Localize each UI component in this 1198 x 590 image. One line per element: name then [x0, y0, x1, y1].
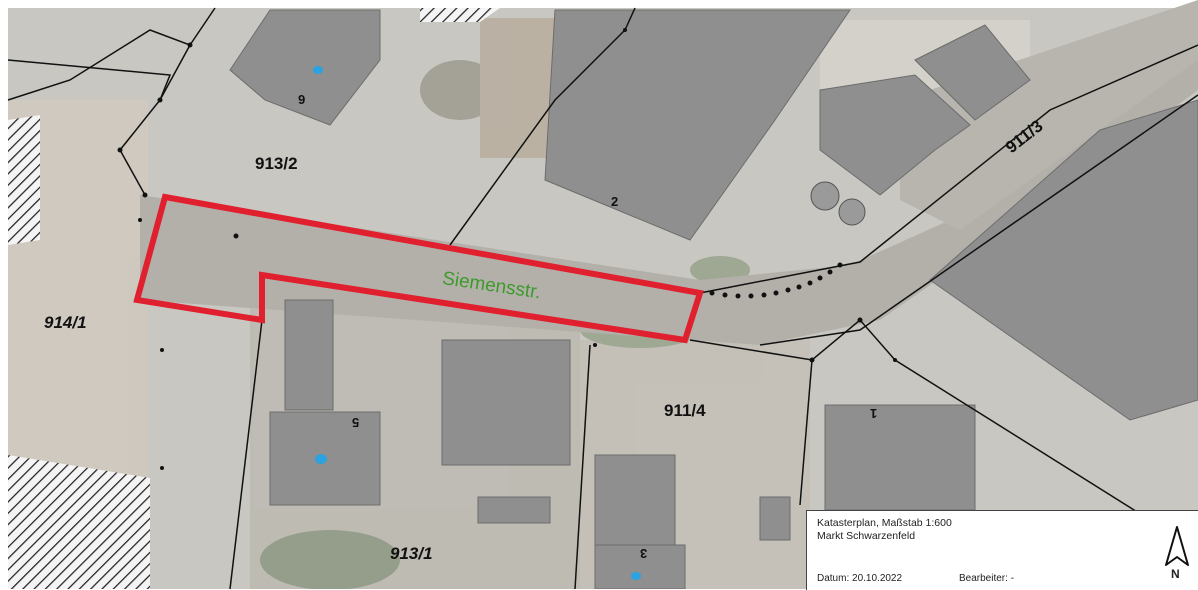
highlighted-street-area[interactable]: [133, 193, 704, 344]
road-surface: [140, 30, 1198, 345]
parcel-label: 913/2: [255, 154, 298, 173]
north-label: N: [1171, 567, 1180, 581]
parcel-label: 911/4: [664, 401, 706, 420]
legend-date: Datum: 20.10.2022: [817, 573, 903, 584]
water-markers: [313, 66, 641, 580]
house-number: 6: [298, 92, 306, 107]
boundary-markers: [117, 28, 897, 470]
house-number: 3: [640, 546, 648, 561]
parcel-label: 914/1: [44, 313, 87, 332]
parcel-label: 913/1: [390, 544, 433, 563]
house-number: 2: [611, 194, 619, 209]
legend-title: Katasterplan, Maßstab 1:600: [817, 517, 952, 529]
legend-box: Katasterplan, Maßstab 1:600 Markt Schwar…: [806, 510, 1198, 590]
hatched-areas: [8, 8, 500, 589]
legend-editor: Bearbeiter: -: [959, 573, 1015, 584]
legend-place: Markt Schwarzenfeld: [817, 530, 916, 542]
buildings: [229, 9, 1198, 589]
dotted-boundary: [709, 262, 843, 299]
house-number: 5: [352, 415, 360, 430]
north-arrow-icon: [1165, 526, 1189, 566]
house-number: 1: [870, 406, 878, 421]
